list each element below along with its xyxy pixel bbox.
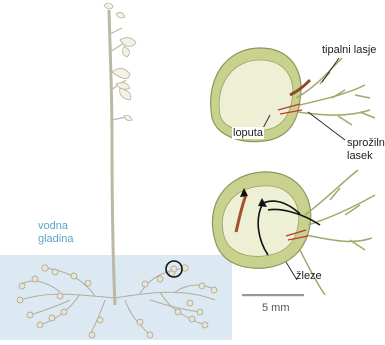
- scale-bar: [242, 294, 304, 296]
- label-trigger-line2: lasek: [347, 150, 373, 162]
- water-label-line1: vodna: [38, 220, 68, 232]
- trap-open: [212, 170, 375, 295]
- label-glands: žleze: [296, 270, 322, 282]
- water-label-line2: gladina: [38, 233, 73, 245]
- label-trap-door: loputa: [232, 127, 264, 139]
- label-trigger-line1: sprožilni: [347, 137, 385, 149]
- label-tentacles: tipalni lasje: [322, 44, 376, 56]
- scale-bar-label: 5 mm: [262, 302, 290, 314]
